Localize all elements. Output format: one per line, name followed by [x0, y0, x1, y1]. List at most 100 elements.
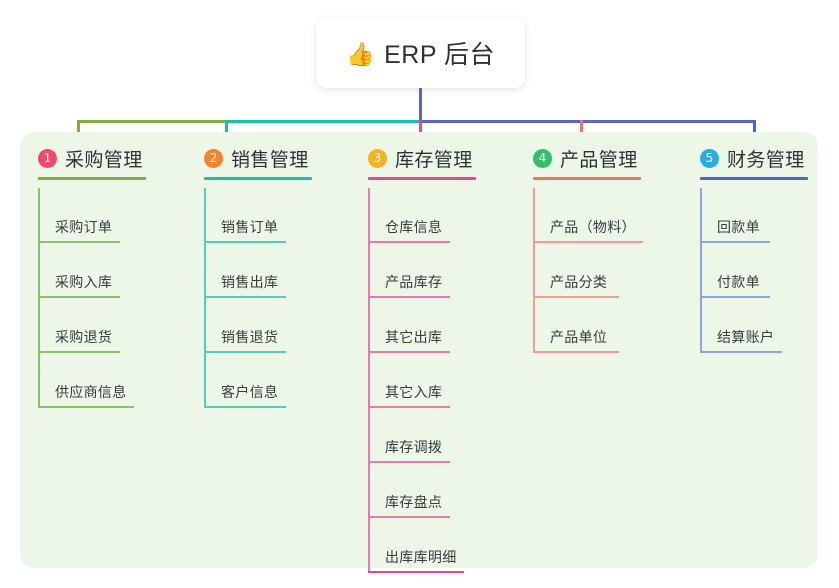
list-item[interactable]: 回款单	[700, 188, 805, 243]
column-header[interactable]: 4 产品管理	[533, 140, 641, 180]
column-items: 产品（物料） 产品分类 产品单位	[533, 188, 643, 353]
list-item[interactable]: 付款单	[700, 243, 805, 298]
item-underline	[700, 351, 782, 353]
column-underline	[700, 177, 808, 180]
list-item[interactable]: 其它入库	[368, 353, 473, 408]
column-underline	[533, 177, 641, 180]
item-underline	[368, 296, 450, 298]
list-item[interactable]: 产品库存	[368, 243, 473, 298]
item-underline	[368, 241, 450, 243]
column-badge-2: 2	[204, 148, 223, 168]
column-items: 回款单 付款单 结算账户	[700, 188, 805, 353]
list-item[interactable]: 产品（物料）	[533, 188, 643, 243]
list-item[interactable]: 销售订单	[204, 188, 309, 243]
thumbs-up-icon: 👍	[345, 40, 376, 67]
list-item[interactable]: 出库库明细	[368, 518, 473, 573]
column-purchase-management: 1 采购管理 采购订单 采购入库 采购退货 供应商信息	[38, 140, 146, 408]
item-underline	[38, 241, 120, 243]
list-item[interactable]: 销售退货	[204, 298, 309, 353]
item-label: 供应商信息	[55, 384, 127, 400]
column-underline	[368, 177, 476, 180]
root-node-title: 👍 ERP 后台	[346, 35, 495, 71]
item-label: 产品库存	[385, 274, 443, 290]
column-spine	[368, 188, 370, 573]
item-underline	[204, 351, 286, 353]
root-node-card[interactable]: 👍 ERP 后台	[316, 18, 525, 88]
item-underline	[368, 461, 450, 463]
item-underline	[38, 351, 120, 353]
column-items: 采购订单 采购入库 采购退货 供应商信息	[38, 188, 143, 408]
list-item[interactable]: 供应商信息	[38, 353, 143, 408]
item-underline	[533, 351, 619, 353]
item-underline	[368, 516, 450, 518]
column-title: 库存管理	[395, 149, 473, 171]
column-title: 产品管理	[560, 149, 638, 171]
list-item[interactable]: 采购入库	[38, 243, 143, 298]
column-badge-4: 4	[533, 148, 552, 168]
column-header[interactable]: 3 库存管理	[368, 140, 476, 180]
list-item[interactable]: 销售出库	[204, 243, 309, 298]
column-finance-management: 5 财务管理 回款单 付款单 结算账户	[700, 140, 808, 353]
item-underline	[700, 241, 770, 243]
item-label: 采购退货	[55, 329, 113, 345]
item-underline	[204, 296, 286, 298]
item-label: 产品单位	[550, 329, 608, 345]
item-label: 出库库明细	[385, 549, 457, 565]
column-product-management: 4 产品管理 产品（物料） 产品分类 产品单位	[533, 140, 643, 353]
item-underline	[368, 406, 450, 408]
item-label: 采购订单	[55, 219, 113, 235]
column-inventory-management: 3 库存管理 仓库信息 产品库存 其它出库 其它入库 库存调拨	[368, 140, 476, 573]
item-underline	[700, 296, 770, 298]
item-label: 付款单	[717, 274, 760, 290]
column-spine	[700, 188, 702, 353]
item-underline	[38, 296, 120, 298]
item-label: 产品分类	[550, 274, 608, 290]
list-item[interactable]: 库存盘点	[368, 463, 473, 518]
column-items: 销售订单 销售出库 销售退货 客户信息	[204, 188, 309, 408]
column-items: 仓库信息 产品库存 其它出库 其它入库 库存调拨 库存盘点	[368, 188, 473, 573]
root-node-label: ERP 后台	[384, 41, 496, 69]
item-underline	[204, 406, 286, 408]
item-underline	[368, 571, 464, 573]
column-title: 财务管理	[727, 149, 805, 171]
column-badge-1: 1	[38, 148, 57, 168]
item-underline	[533, 296, 619, 298]
connector-bar-segment-blue	[420, 120, 755, 123]
column-header[interactable]: 5 财务管理	[700, 140, 808, 180]
list-item[interactable]: 产品分类	[533, 243, 638, 298]
column-spine	[38, 188, 40, 408]
column-header[interactable]: 1 采购管理	[38, 140, 146, 180]
item-label: 销售退货	[221, 329, 279, 345]
item-label: 其它入库	[385, 384, 443, 400]
item-label: 销售订单	[221, 219, 279, 235]
column-header[interactable]: 2 销售管理	[204, 140, 312, 180]
item-label: 销售出库	[221, 274, 279, 290]
item-underline	[38, 406, 134, 408]
item-label: 结算账户	[717, 329, 775, 345]
connector-bar-segment-teal	[226, 120, 420, 123]
column-spine	[533, 188, 535, 353]
column-underline	[38, 177, 146, 180]
list-item[interactable]: 库存调拨	[368, 408, 473, 463]
list-item[interactable]: 仓库信息	[368, 188, 473, 243]
connector-bar-segment-green	[78, 120, 226, 123]
column-underline	[204, 177, 312, 180]
column-badge-5: 5	[700, 148, 719, 168]
list-item[interactable]: 采购退货	[38, 298, 143, 353]
list-item[interactable]: 其它出库	[368, 298, 473, 353]
list-item[interactable]: 采购订单	[38, 188, 143, 243]
item-label: 产品（物料）	[550, 219, 636, 235]
trunk-vertical-line	[419, 88, 422, 122]
column-title: 销售管理	[231, 149, 309, 171]
content-panel	[20, 132, 818, 568]
column-sales-management: 2 销售管理 销售订单 销售出库 销售退货 客户信息	[204, 140, 312, 408]
item-label: 库存盘点	[385, 494, 443, 510]
item-label: 客户信息	[221, 384, 279, 400]
list-item[interactable]: 产品单位	[533, 298, 638, 353]
list-item[interactable]: 客户信息	[204, 353, 309, 408]
item-underline	[368, 351, 450, 353]
item-underline	[533, 241, 643, 243]
list-item[interactable]: 结算账户	[700, 298, 805, 353]
item-label: 仓库信息	[385, 219, 443, 235]
